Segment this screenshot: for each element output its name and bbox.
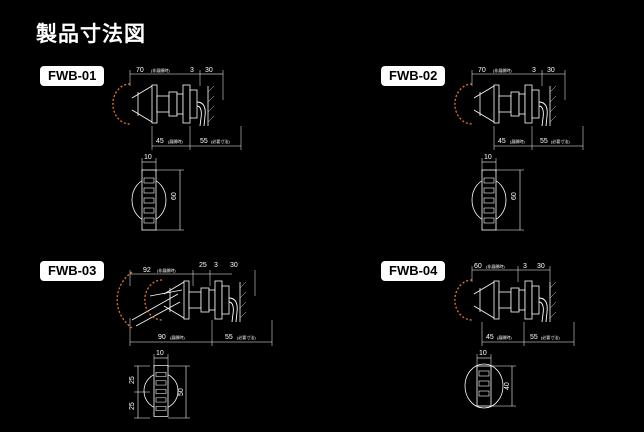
fwb-01-dim-top-left-note: (非展開時) — [151, 67, 170, 73]
fwb-04-dim-bottom-left: 45 — [486, 334, 494, 341]
fwb-02-front-view: 10 60 — [471, 154, 524, 231]
fwb-04-dim-top-right: 30 — [537, 263, 545, 270]
fwb-03-dim-front-width: 10 — [156, 350, 164, 357]
fwb-02-dim-top-mid: 3 — [532, 67, 536, 74]
fwb-03-dim-bottom-left-note: (展開時) — [170, 334, 185, 340]
fwb-01-dim-bottom-right: 55 — [200, 138, 208, 145]
fwb-03-dim-bottom-right-note: (必要寸法) — [237, 334, 256, 340]
fwb-04-dim-bottom-right-note: (必要寸法) — [541, 334, 560, 340]
fwb-02-dim-front-height: 60 — [511, 192, 518, 200]
fwb-01-dim-front-width: 10 — [144, 154, 152, 161]
model-badge-fwb-04: FWB-04 — [381, 261, 446, 281]
fwb-03-dim-top-left-note: (非展開時) — [157, 267, 176, 273]
fwb-04-dim-top-left: 60 — [474, 263, 482, 270]
fwb-03-dim-bottom-left: 90 — [158, 334, 166, 341]
fwb-03-front-view: 10 25 25 50 — [129, 350, 190, 419]
fwb-04-dim-bottom-left-note: (展開時) — [497, 334, 512, 340]
fwb-02-dim-bottom-left: 45 — [498, 138, 506, 145]
model-badge-fwb-01: FWB-01 — [40, 66, 105, 86]
page-title: 製品寸法図 — [36, 22, 146, 46]
fwb-01-dim-top-left: 70 — [136, 67, 144, 74]
fwb-01-dim-front-height: 60 — [171, 192, 178, 200]
fwb-02-dim-top-right: 30 — [547, 67, 555, 74]
fwb-01-dim-bottom-right-note: (必要寸法) — [211, 138, 230, 144]
fwb-01-dim-bottom-left: 45 — [156, 138, 164, 145]
fwb-01-side-view: 70 (非展開時) 3 30 45 (展開時) 55 (必要寸法) — [112, 67, 242, 150]
fwb-04-dim-front-width: 10 — [479, 350, 487, 357]
fwb-02-side-view: 70 (非展開時) 3 30 45 (展開時) 55 (必要寸法) — [454, 67, 584, 150]
fwb-01-front-view: 10 60 — [131, 154, 184, 231]
fwb-03-side-view: 92 (非展開時) 25 3 30 90 (展開時) 55 (必要寸法) — [116, 262, 273, 346]
fwb-01-dim-top-right: 30 — [205, 67, 213, 74]
fwb-03-dim-top-left: 92 — [143, 267, 151, 274]
fwb-04-dim-top-mid: 3 — [523, 263, 527, 270]
fwb-02-dim-front-width: 10 — [484, 154, 492, 161]
fwb-02-dim-top-left-note: (非展開時) — [493, 67, 512, 73]
fwb-01-dim-bottom-left-note: (展開時) — [168, 138, 183, 144]
fwb-04-side-view: 60 (非展開時) 3 30 45 (展開時) 55 (必要寸法) — [454, 263, 575, 346]
fwb-03-dim-front-height: 50 — [178, 388, 185, 396]
fwb-03-dim-top-mid: 3 — [214, 262, 218, 269]
model-badge-fwb-02: FWB-02 — [381, 66, 446, 86]
fwb-02-dim-bottom-left-note: (展開時) — [510, 138, 525, 144]
model-badge-fwb-03: FWB-03 — [40, 261, 105, 281]
fwb-01-dim-top-mid: 3 — [190, 67, 194, 74]
fwb-03-dim-top-right: 30 — [230, 262, 238, 269]
fwb-04-dim-bottom-right: 55 — [530, 334, 538, 341]
fwb-03-dim-top-mid1: 25 — [199, 262, 207, 269]
fwb-02-dim-top-left: 70 — [478, 67, 486, 74]
fwb-02-dim-bottom-right-note: (必要寸法) — [551, 138, 570, 144]
fwb-04-dim-front-height: 40 — [504, 382, 511, 390]
fwb-03-dim-bottom-right: 55 — [225, 334, 233, 341]
fwb-03-dim-front-left-top: 25 — [129, 376, 136, 384]
fwb-03-dim-front-left-bottom: 25 — [129, 402, 136, 410]
fwb-02-dim-bottom-right: 55 — [540, 138, 548, 145]
fwb-04-front-view: 10 40 — [464, 350, 516, 409]
fwb-04-dim-top-left-note: (非展開時) — [486, 263, 505, 269]
